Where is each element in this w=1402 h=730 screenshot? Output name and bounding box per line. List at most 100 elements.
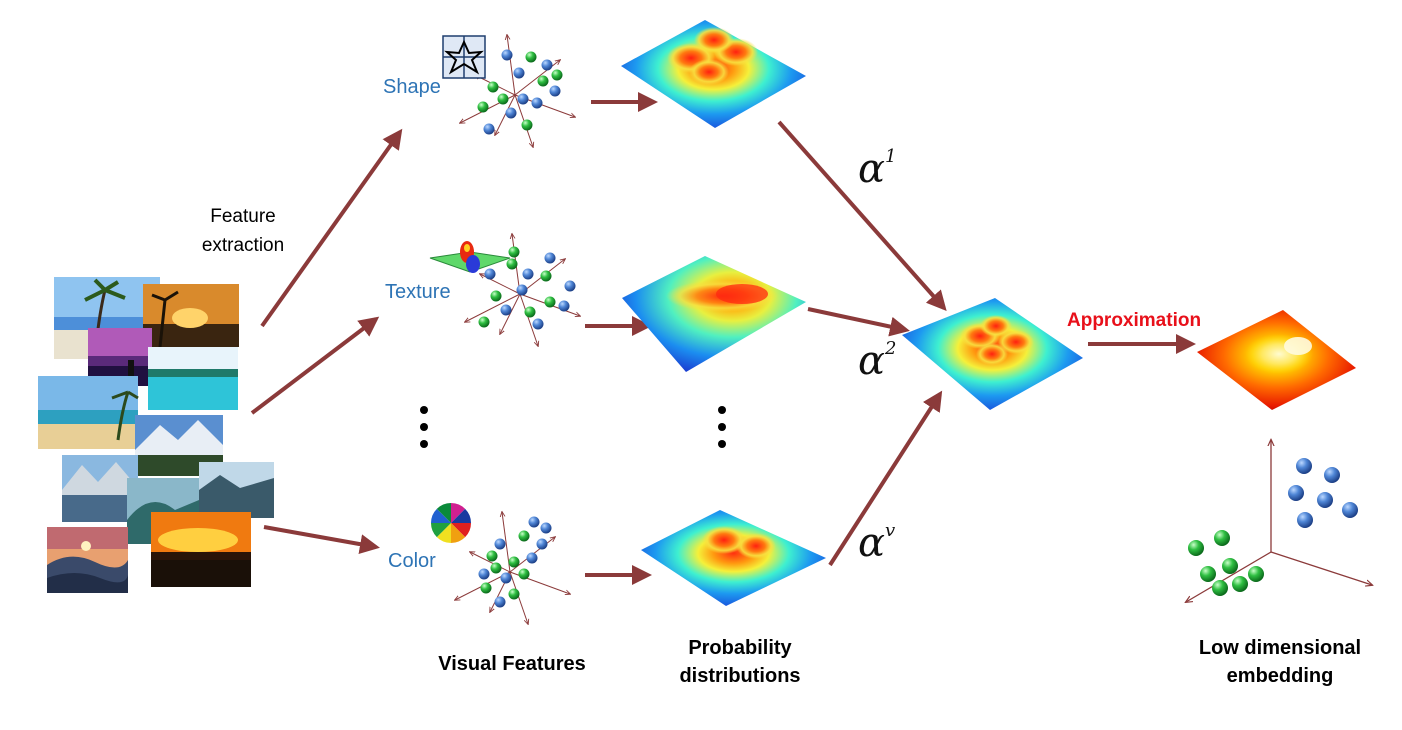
blue-feature-point <box>483 123 495 135</box>
alpha-1-symbol: α <box>858 146 886 192</box>
texture-distribution <box>622 256 806 372</box>
embedding-blue-point <box>1342 502 1358 518</box>
green-feature-point <box>490 290 502 302</box>
green-feature-point <box>487 81 499 93</box>
approximation-label: Approximation <box>1067 310 1202 331</box>
green-feature-point <box>525 51 537 63</box>
arrow-collage-to-texture <box>250 316 380 415</box>
arrow-texture-dist-to-combined <box>807 307 910 337</box>
alpha-v-superscript: v <box>885 519 896 541</box>
green-feature-point <box>524 306 536 318</box>
alpha-v-weight: αv <box>858 520 895 566</box>
color-wheel-icon <box>431 503 471 543</box>
arrow-color-dist-to-combined <box>828 390 943 567</box>
feature-extraction-line-2: extraction <box>201 235 285 256</box>
alpha-2-weight: α2 <box>858 338 896 384</box>
color-label: Color <box>388 550 436 572</box>
color-distribution <box>641 510 826 606</box>
low-dimensional-embedding-caption: Low dimensional embedding <box>1170 634 1390 690</box>
green-feature-point <box>490 562 502 574</box>
blue-feature-point <box>526 552 538 564</box>
color-feature-scatter <box>455 512 570 624</box>
arrow-shape-dist-to-combined <box>777 120 947 311</box>
visual-features-caption: Visual Features <box>438 653 586 675</box>
blue-feature-point <box>544 252 556 264</box>
texture-label: Texture <box>385 281 451 303</box>
image-collage <box>38 277 274 593</box>
shape-descriptor-icon <box>442 35 486 79</box>
blue-feature-point <box>494 596 506 608</box>
blue-feature-point <box>522 268 534 280</box>
blue-feature-point <box>501 49 513 61</box>
alpha-2-superscript: 2 <box>885 337 897 359</box>
texture-feature-scatter <box>465 234 580 346</box>
alpha-1-weight: α1 <box>858 146 896 192</box>
alpha-2-symbol: α <box>858 338 886 384</box>
green-feature-point <box>506 258 518 270</box>
blue-feature-point <box>517 93 529 105</box>
embedding-blue-point <box>1297 512 1313 528</box>
embedding-green-point <box>1248 566 1264 582</box>
probability-distributions-line-1: Probability <box>688 637 792 659</box>
photo-palm-beach <box>54 277 160 359</box>
green-feature-point <box>508 556 520 568</box>
arrow-collage-to-color <box>263 525 380 555</box>
green-feature-point <box>497 93 509 105</box>
green-feature-point <box>521 119 533 131</box>
shape-feature-scatter <box>460 35 575 147</box>
green-feature-point <box>486 550 498 562</box>
blue-feature-point <box>516 284 528 296</box>
shape-distribution <box>621 20 806 128</box>
blue-feature-point <box>505 107 517 119</box>
alpha-v-symbol: α <box>858 520 886 566</box>
embedding-blue-point <box>1296 458 1312 474</box>
blue-feature-point <box>536 538 548 550</box>
embedding-green-point <box>1214 530 1230 546</box>
embedding-blue-point <box>1324 467 1340 483</box>
green-feature-point <box>508 246 520 258</box>
embedding-green-point <box>1232 576 1248 592</box>
blue-feature-point <box>540 522 552 534</box>
feature-scatter-plots <box>455 35 580 624</box>
embedding-blue-point <box>1317 492 1333 508</box>
green-feature-point <box>544 296 556 308</box>
green-feature-point <box>480 582 492 594</box>
alpha-1-superscript: 1 <box>885 145 897 167</box>
feature-extraction-line-1: Feature <box>210 206 276 227</box>
embedding-axes <box>1186 440 1372 602</box>
blue-feature-point <box>528 516 540 528</box>
gabor-filter-icon <box>429 241 511 273</box>
photo-sunset-palms <box>143 284 239 348</box>
arrow-collage-to-shape <box>260 128 403 328</box>
blue-feature-point <box>564 280 576 292</box>
blue-feature-point <box>549 85 561 97</box>
green-feature-point <box>478 316 490 328</box>
blue-feature-point <box>494 538 506 550</box>
embedding-green-point <box>1222 558 1238 574</box>
photo-mountain-lake <box>62 455 138 522</box>
low-dimensional-embedding-line-2: embedding <box>1226 665 1334 687</box>
green-feature-point <box>540 270 552 282</box>
arrows <box>250 92 1196 585</box>
embedding-points <box>1188 458 1358 596</box>
probability-distributions-line-2: distributions <box>679 665 801 687</box>
blue-feature-point <box>500 304 512 316</box>
green-feature-point <box>518 568 530 580</box>
blue-feature-point <box>513 67 525 79</box>
approximated-distribution <box>1197 310 1356 410</box>
photo-lake-reflection <box>199 462 274 518</box>
blue-feature-point <box>484 268 496 280</box>
green-feature-point <box>537 75 549 87</box>
blue-feature-point <box>541 59 553 71</box>
feature-ellipsis <box>420 406 430 457</box>
embedding-blue-point <box>1288 485 1304 501</box>
blue-feature-point <box>531 97 543 109</box>
embedding-green-point <box>1188 540 1204 556</box>
photo-tropical-beach <box>38 376 139 449</box>
distribution-ellipsis <box>718 406 728 457</box>
green-feature-point <box>477 101 489 113</box>
blue-feature-point <box>478 568 490 580</box>
photo-dusk-hills <box>47 527 128 593</box>
